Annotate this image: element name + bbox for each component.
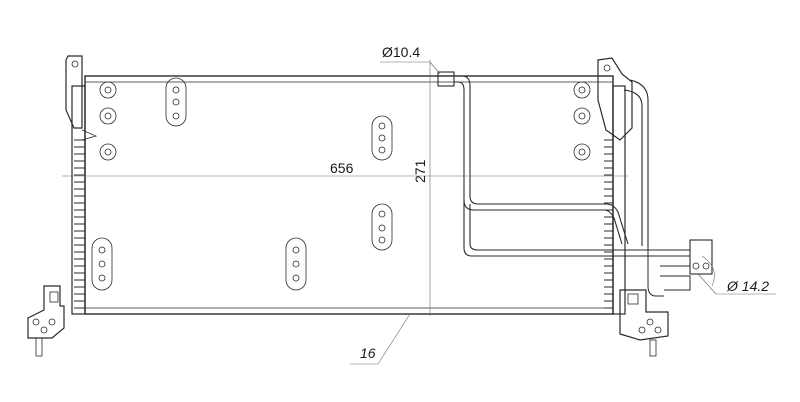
dimension-outlet-label: Ø 14.2: [727, 278, 770, 294]
condenser-core: [84, 75, 614, 315]
mount-grommet-bottom-left: [91, 237, 113, 291]
dimension-depth-label: 16: [360, 345, 376, 361]
dimension-width-label: 656: [330, 160, 354, 176]
mount-grommet-top-right-column: [573, 81, 591, 161]
mount-grommet-bottom-center: [285, 237, 307, 291]
inlet-pipe: [437, 71, 629, 245]
right-upper-bracket: [597, 57, 633, 141]
left-header-tank: [71, 85, 86, 315]
dimension-outlet-leader: [697, 255, 776, 295]
dimension-depth-leader: [350, 313, 411, 365]
mount-grommet-upper-middle: [371, 115, 393, 161]
mount-grommet-top-left-column: [99, 81, 117, 161]
right-header-tank: [604, 85, 626, 315]
mount-grommet-top-center-left: [165, 77, 187, 127]
dimension-height-label: 271: [412, 159, 428, 183]
dimension-inlet-leader: [380, 61, 441, 75]
outlet-pipe: [463, 79, 690, 257]
mount-grommet-lower-middle: [371, 203, 393, 251]
left-lower-bracket: [27, 285, 65, 357]
right-lower-bracket: [619, 289, 669, 357]
left-upper-bracket: [65, 55, 98, 141]
dimension-inlet-label: Ø10.4: [382, 44, 421, 60]
outlet-fitting: [647, 239, 713, 297]
